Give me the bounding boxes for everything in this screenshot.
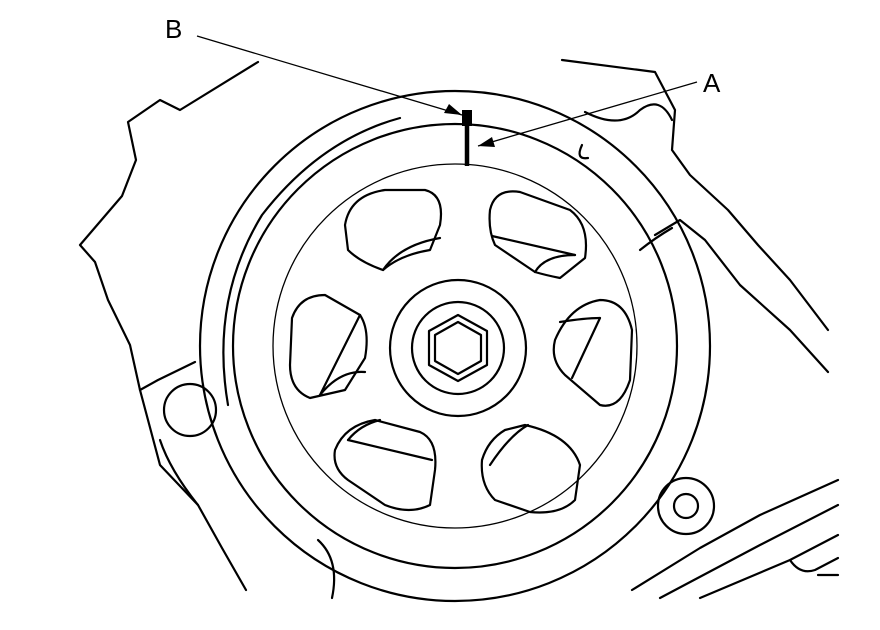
engine-housing-right	[316, 58, 840, 600]
callout-leaders	[196, 35, 698, 147]
engine-housing-left	[78, 60, 260, 592]
callout-label-b: B	[165, 14, 183, 44]
pulley-outer-rings	[198, 89, 712, 603]
pulley-hub	[388, 278, 528, 418]
crankshaft-bolt	[427, 313, 489, 383]
timing-marks	[462, 110, 472, 166]
callout-label-a: A	[703, 68, 721, 98]
pulley-spoke-windows	[288, 188, 634, 514]
